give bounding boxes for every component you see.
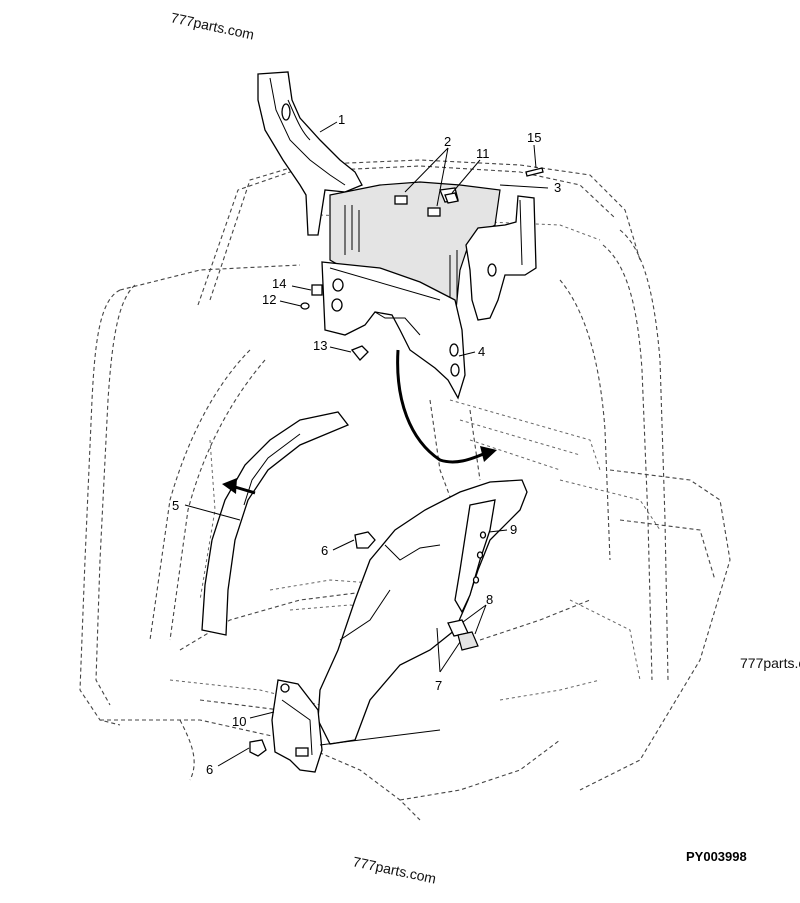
- watermark-right: 777parts.c: [740, 655, 800, 671]
- part-8-pad-lower: [457, 631, 479, 651]
- part-5-curved-strip: [201, 411, 350, 636]
- part-9-fender-panel: [317, 479, 528, 745]
- callout-1: 1: [338, 112, 345, 127]
- callout-6-upper: 6: [321, 543, 328, 558]
- callout-labels: 1 2 11 15 3 14 12 13 4 5 6 9 8 7 10 6: [172, 112, 561, 777]
- callout-9: 9: [510, 522, 517, 537]
- callout-8: 8: [486, 592, 493, 607]
- callout-13: 13: [313, 338, 327, 353]
- part-6-nut-lower: [249, 739, 267, 757]
- part-14-clip: [311, 284, 323, 296]
- callout-5: 5: [172, 498, 179, 513]
- part-1-upper-trim: [257, 71, 363, 236]
- part-15-screw: [525, 167, 544, 177]
- part-11-nut: [444, 192, 459, 204]
- callout-15: 15: [527, 130, 541, 145]
- callout-14: 14: [272, 276, 286, 291]
- part-2-rear-panel: [329, 181, 501, 321]
- leader-lines: [184, 121, 549, 767]
- part-3-right-bracket: [465, 195, 537, 321]
- part-10-lower-bracket: [271, 679, 323, 773]
- watermark-bottom: 777parts.com: [351, 853, 437, 886]
- part-12-screw: [300, 302, 310, 310]
- assembly-arrow-curved: [396, 349, 497, 464]
- callout-4: 4: [478, 344, 485, 359]
- callout-3: 3: [554, 180, 561, 195]
- callout-12: 12: [262, 292, 276, 307]
- callout-6-lower: 6: [206, 762, 213, 777]
- callout-2: 2: [444, 134, 451, 149]
- callout-10: 10: [232, 714, 246, 729]
- part-4-lower-trim: [321, 261, 466, 400]
- callout-11: 11: [476, 146, 490, 161]
- part-13-bolt: [350, 345, 369, 361]
- watermark-top: 777parts.com: [169, 9, 255, 42]
- part-6-nut-upper: [354, 531, 376, 549]
- callout-7: 7: [435, 678, 442, 693]
- diagram-code: PY003998: [686, 849, 747, 864]
